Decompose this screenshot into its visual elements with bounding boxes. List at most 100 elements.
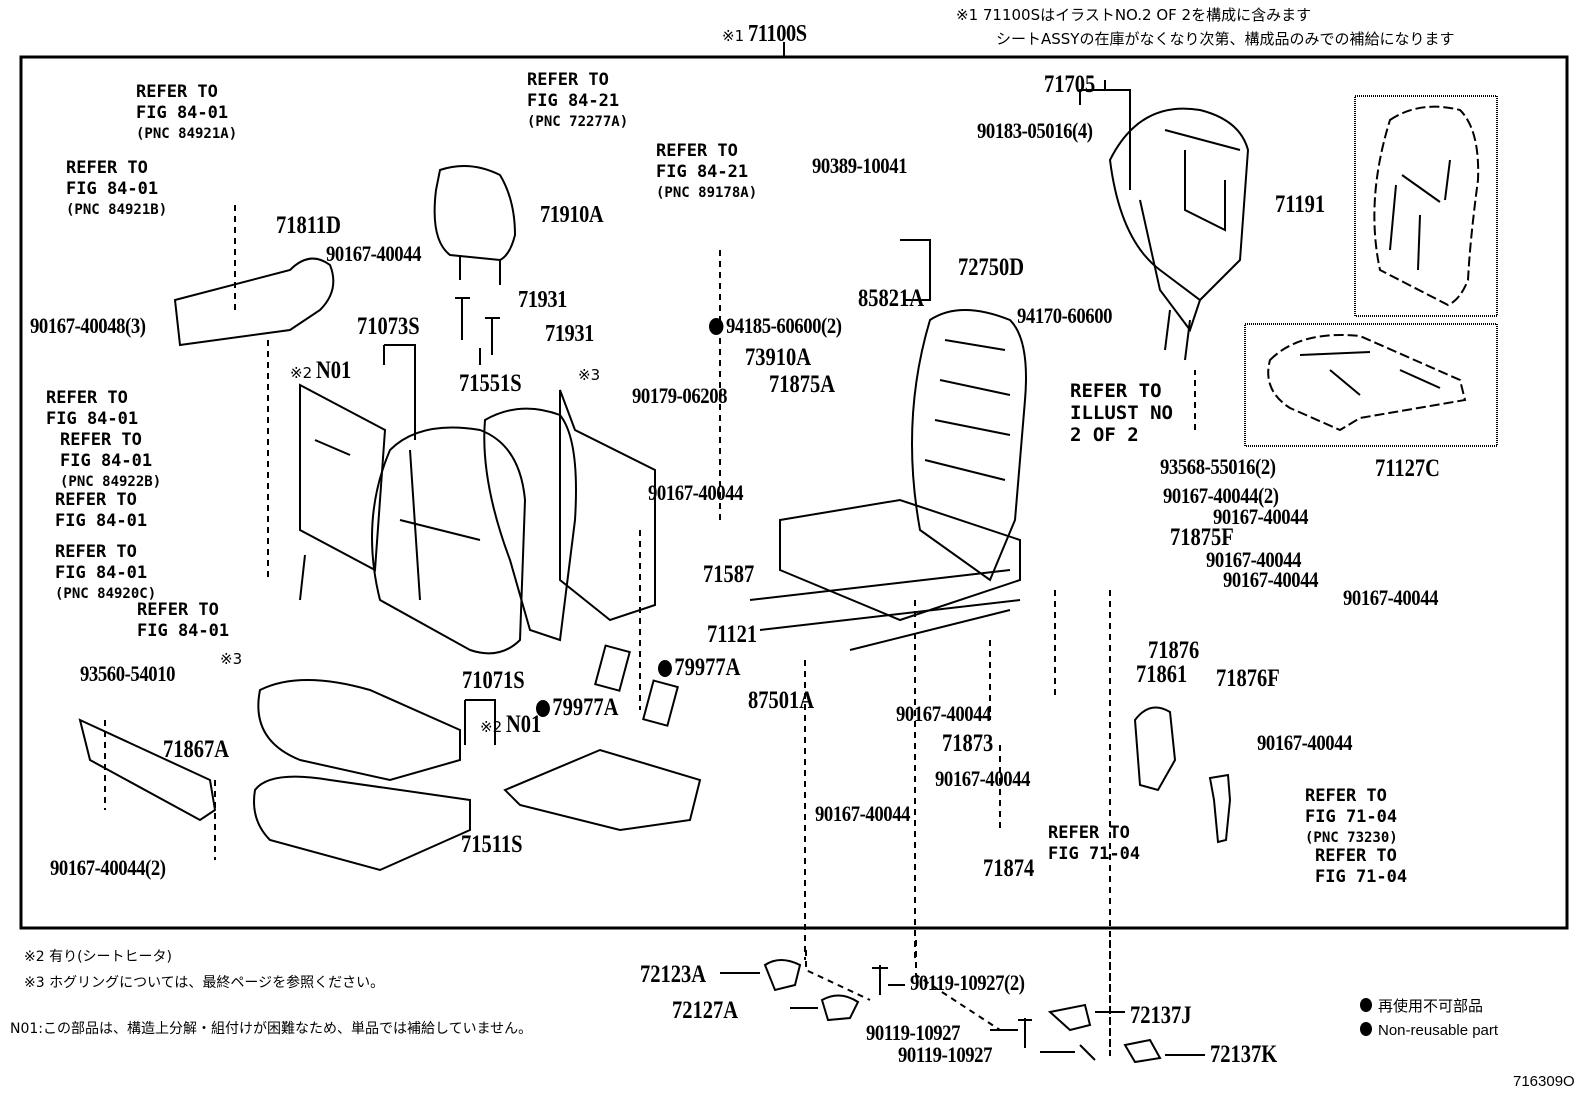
- non-reusable-dot-icon: [536, 700, 550, 717]
- fig-line: FIG 71-04: [1315, 867, 1408, 887]
- part-73910a[interactable]: 73910A: [745, 344, 812, 371]
- part-71931-a[interactable]: 71931: [518, 287, 567, 313]
- part-71587[interactable]: 71587: [703, 561, 755, 588]
- heater-seat-n01[interactable]: ※2 N01: [480, 712, 549, 737]
- refer-fig-71-04-c[interactable]: REFER TO FIG 71-04: [1315, 846, 1407, 888]
- part-90167-40044-h[interactable]: 90167-40044: [1257, 730, 1353, 755]
- pnc-line: (PNC 84921A): [136, 126, 238, 142]
- refer-fig-84-01-g[interactable]: REFER TO FIG 84-01: [137, 600, 229, 642]
- part-90167-40044-d[interactable]: 90167-40044: [1206, 547, 1302, 572]
- assembly-part-number[interactable]: 71100S: [748, 21, 807, 47]
- heater-back-n01[interactable]: ※2 N01: [290, 358, 359, 383]
- refer-line: REFER TO: [1315, 846, 1397, 866]
- fig-line: FIG 84-01: [55, 511, 148, 531]
- fig-line: FIG 84-21: [527, 91, 620, 111]
- part-71551s[interactable]: 71551S: [459, 370, 522, 397]
- part-71910a[interactable]: 71910A: [540, 202, 604, 228]
- part-71874[interactable]: 71874: [983, 855, 1035, 882]
- hog-ring-mark-cushion[interactable]: ※3: [220, 650, 243, 668]
- part-90167-40044-2[interactable]: 90167-40044(2): [1163, 483, 1279, 508]
- part-94185-60600[interactable]: 94185-60600(2): [709, 315, 842, 337]
- refer-fig-84-21-pnc-89178a[interactable]: REFER TO FIG 84-21 (PNC 89178A): [656, 141, 757, 204]
- part-72750d[interactable]: 72750D: [958, 254, 1025, 281]
- part-72123a[interactable]: 72123A: [640, 961, 707, 988]
- refer-fig-84-01-c[interactable]: REFER TO FIG 84-01: [46, 388, 138, 430]
- part-90179-06208[interactable]: 90179-06208: [632, 383, 728, 408]
- refer-line: REFER TO: [1070, 380, 1162, 402]
- part-71191[interactable]: 71191: [1275, 191, 1326, 218]
- refer-fig-84-01-pnc-84921a[interactable]: REFER TO FIG 84-01 (PNC 84921A): [136, 82, 237, 145]
- part-90119-10927-a[interactable]: 90119-10927: [866, 1020, 961, 1045]
- part-number-text: 79977A: [552, 694, 619, 721]
- pad-79977a-2: [642, 679, 679, 727]
- part-71875a[interactable]: 71875A: [769, 371, 836, 398]
- part-90183-05016[interactable]: 90183-05016(4): [977, 118, 1093, 143]
- part-90167-40044-e[interactable]: 90167-40044: [1223, 567, 1319, 592]
- part-71931-b[interactable]: 71931: [545, 321, 594, 347]
- part-90389-10041[interactable]: 90389-10041: [812, 153, 908, 178]
- n01-label: N01: [506, 711, 542, 738]
- part-71876f[interactable]: 71876F: [1216, 665, 1280, 692]
- part-72137k[interactable]: 72137K: [1210, 1041, 1278, 1068]
- legend-non-reusable-en: Non-reusable part: [1360, 1022, 1498, 1038]
- cushion-pad-box: [1244, 323, 1498, 447]
- part-79977a-b[interactable]: 79977A: [536, 695, 618, 720]
- refer-fig-84-21-pnc-72277a[interactable]: REFER TO FIG 84-21 (PNC 72277A): [527, 70, 628, 133]
- part-72137j[interactable]: 72137J: [1130, 1002, 1192, 1029]
- part-number-text: 79977A: [674, 654, 741, 681]
- part-90167-40044-a[interactable]: 90167-40044: [326, 241, 422, 266]
- part-93568-55016[interactable]: 93568-55016(2): [1160, 454, 1276, 479]
- refer-fig-71-04-a[interactable]: REFER TO FIG 71-04: [1048, 823, 1140, 865]
- part-90167-40044-j[interactable]: 90167-40044: [815, 801, 911, 826]
- part-85821a[interactable]: 85821A: [858, 285, 925, 312]
- part-90167-40044-g[interactable]: 90167-40044: [896, 701, 992, 726]
- part-90119-10927-b[interactable]: 90119-10927: [898, 1042, 993, 1067]
- part-71873[interactable]: 71873: [942, 730, 994, 757]
- part-72127a[interactable]: 72127A: [672, 997, 739, 1024]
- refer-fig-84-01-e[interactable]: REFER TO FIG 84-01: [55, 490, 147, 532]
- part-71867a[interactable]: 71867A: [163, 736, 230, 763]
- part-71705[interactable]: 71705: [1044, 71, 1096, 98]
- seatback-board-drawing: [1108, 107, 1250, 361]
- part-90167-40044-i[interactable]: 90167-40044: [935, 766, 1031, 791]
- pad-79977a-1: [594, 644, 631, 692]
- part-71127c[interactable]: 71127C: [1375, 455, 1440, 482]
- pnc-line: (PNC 73230): [1305, 830, 1398, 846]
- refer-fig-84-01-pnc-84920c[interactable]: REFER TO FIG 84-01 (PNC 84920C): [55, 542, 156, 605]
- part-90167-40044-c[interactable]: 90167-40044: [1213, 504, 1309, 529]
- part-71875f[interactable]: 71875F: [1170, 524, 1234, 551]
- part-71861[interactable]: 71861: [1136, 661, 1188, 688]
- refer-fig-84-01-pnc-84921b[interactable]: REFER TO FIG 84-01 (PNC 84921B): [66, 158, 167, 221]
- part-71073s[interactable]: 71073S: [357, 313, 420, 340]
- part-90167-40044-b[interactable]: 90167-40044: [648, 480, 744, 505]
- part-71121[interactable]: 71121: [707, 621, 758, 648]
- part-71071s[interactable]: 71071S: [462, 667, 525, 694]
- seat-frame-drawing: [749, 309, 1027, 651]
- of-line: 2 OF 2: [1070, 424, 1139, 446]
- back-board-drawing: [559, 389, 656, 622]
- legend-text: Non-reusable part: [1378, 1022, 1499, 1039]
- part-90167-40044-k[interactable]: 90167-40044(2): [50, 855, 166, 880]
- part-79977a-a[interactable]: 79977A: [658, 655, 740, 680]
- n01-label: N01: [316, 357, 352, 384]
- refer-line: REFER TO: [1048, 823, 1130, 843]
- footnote-3: ※3 ホグリングについては、最終ページを参照ください。: [24, 975, 385, 991]
- part-94170-60600[interactable]: 94170-60600: [1017, 303, 1113, 328]
- footnote-n01: N01:この部品は、構造上分解・組付けが困難なため、単品では補給していません。: [10, 1021, 533, 1037]
- part-71511s[interactable]: 71511S: [461, 831, 523, 858]
- heater-seat-drawing: [503, 748, 702, 832]
- part-71811d[interactable]: 71811D: [276, 212, 341, 239]
- part-number-text: 94185-60600(2): [726, 313, 842, 338]
- part-93560-54010[interactable]: 93560-54010: [80, 661, 176, 686]
- fig-line: FIG 84-01: [137, 621, 230, 641]
- refer-fig-71-04-pnc-73230[interactable]: REFER TO FIG 71-04 (PNC 73230): [1305, 786, 1398, 849]
- part-71876[interactable]: 71876: [1148, 637, 1200, 664]
- part-90167-40044-f[interactable]: 90167-40044: [1343, 585, 1439, 610]
- refer-fig-84-01-pnc-84922b[interactable]: REFER TO FIG 84-01 (PNC 84922B): [60, 430, 161, 493]
- part-90119-10927-2[interactable]: 90119-10927(2): [910, 970, 1025, 995]
- part-90167-40048[interactable]: 90167-40048(3): [30, 313, 146, 338]
- part-87501a[interactable]: 87501A: [748, 687, 815, 714]
- hog-ring-mark-back[interactable]: ※3: [578, 366, 601, 384]
- refer-illust-no-2-of-2[interactable]: REFER TO ILLUST NO 2 OF 2: [1070, 380, 1173, 446]
